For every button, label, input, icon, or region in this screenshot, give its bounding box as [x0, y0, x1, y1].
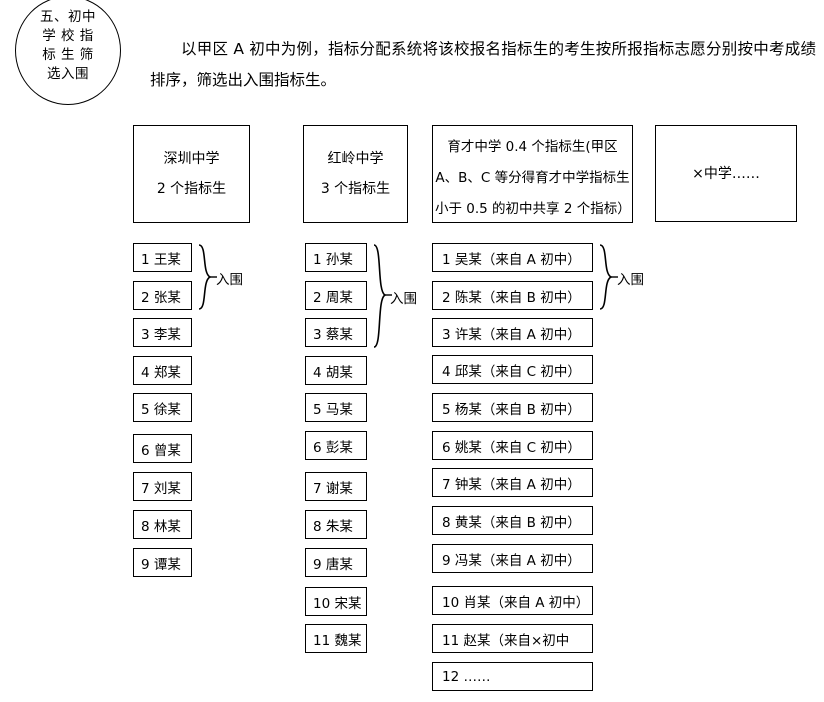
student-name: 11 魏某	[313, 632, 362, 649]
school-header-other: ×中学……	[655, 125, 797, 222]
student-name: 6 姚某（来自 C 初中）	[442, 439, 581, 456]
student-name: 3 许某（来自 A 初中）	[442, 326, 581, 343]
student-row[interactable]: 9 唐某	[305, 548, 367, 577]
student-row[interactable]: 5 马某	[305, 393, 367, 422]
student-row[interactable]: 7 钟某（来自 A 初中）	[432, 468, 593, 497]
section-badge-line-4: 选入围	[47, 66, 89, 82]
student-row[interactable]: 4 胡某	[305, 356, 367, 385]
student-name: 7 谢某	[313, 480, 353, 497]
section-badge-ellipse	[15, 0, 121, 105]
student-row[interactable]: 10 宋某	[305, 587, 367, 616]
student-name: 10 宋某	[313, 595, 362, 612]
student-row[interactable]: 12 ……	[432, 662, 593, 691]
student-row[interactable]: 3 李某	[133, 318, 192, 347]
student-name: 11 赵某（来自×初中	[442, 632, 570, 649]
student-name: 2 周某	[313, 289, 353, 306]
selected-label-yucai: 入围	[617, 272, 644, 288]
selected-brace-hongling	[371, 243, 393, 349]
student-row[interactable]: 7 谢某	[305, 472, 367, 501]
student-row[interactable]: 8 朱某	[305, 510, 367, 539]
selected-label-hongling: 入围	[390, 291, 417, 307]
section-badge-line-3: 标 生 筛	[42, 47, 94, 63]
school-name-other: ×中学……	[692, 165, 760, 182]
student-name: 9 谭某	[141, 556, 181, 573]
school-header-shenzhen: 深圳中学 2 个指标生	[133, 125, 250, 223]
student-row[interactable]: 1 孙某	[305, 243, 367, 272]
selected-label-shenzhen: 入围	[216, 272, 243, 288]
student-name: 1 吴某（来自 A 初中）	[442, 251, 581, 268]
student-row[interactable]: 4 郑某	[133, 356, 192, 385]
selected-brace-shenzhen	[196, 243, 218, 311]
student-name: 1 孙某	[313, 251, 353, 268]
student-name: 10 肖某（来自 A 初中）	[442, 594, 590, 611]
student-row[interactable]: 3 许某（来自 A 初中）	[432, 318, 593, 347]
school-note-yucai: 育才中学 0.4 个指标生(甲区 A、B、C 等分得育才中学指标生小于 0.5 …	[435, 139, 631, 217]
school-header-yucai: 育才中学 0.4 个指标生(甲区 A、B、C 等分得育才中学指标生小于 0.5 …	[432, 125, 633, 223]
student-row[interactable]: 4 邱某（来自 C 初中）	[432, 355, 593, 384]
student-name: 7 刘某	[141, 480, 181, 497]
student-row[interactable]: 6 彭某	[305, 431, 367, 460]
school-name-hongling: 红岭中学	[327, 151, 384, 167]
student-name: 5 徐某	[141, 401, 181, 418]
student-name: 6 彭某	[313, 439, 353, 456]
school-name-shenzhen: 深圳中学	[163, 151, 220, 167]
student-name: 12 ……	[442, 668, 491, 685]
student-row[interactable]: 7 刘某	[133, 472, 192, 501]
student-row[interactable]: 8 黄某（来自 B 初中）	[432, 506, 593, 535]
student-row[interactable]: 9 冯某（来自 A 初中）	[432, 544, 593, 573]
student-name: 9 冯某（来自 A 初中）	[442, 552, 581, 569]
student-name: 5 杨某（来自 B 初中）	[442, 401, 581, 418]
student-row[interactable]: 9 谭某	[133, 548, 192, 577]
student-name: 4 邱某（来自 C 初中）	[442, 363, 581, 380]
student-name: 4 胡某	[313, 364, 353, 381]
student-name: 9 唐某	[313, 556, 353, 573]
school-quota-shenzhen: 2 个指标生	[156, 181, 227, 197]
student-name: 8 朱某	[313, 518, 353, 535]
student-row[interactable]: 11 魏某	[305, 624, 367, 653]
school-header-hongling: 红岭中学 3 个指标生	[303, 125, 408, 223]
school-quota-hongling: 3 个指标生	[320, 181, 391, 197]
student-row[interactable]: 1 吴某（来自 A 初中）	[432, 243, 593, 272]
student-row[interactable]: 8 林某	[133, 510, 192, 539]
student-row[interactable]: 5 徐某	[133, 393, 192, 422]
student-row[interactable]: 6 姚某（来自 C 初中）	[432, 431, 593, 460]
student-name: 3 蔡某	[313, 326, 353, 343]
student-row[interactable]: 6 曾某	[133, 434, 192, 463]
student-name: 2 张某	[141, 289, 181, 306]
student-name: 4 郑某	[141, 364, 181, 381]
student-name: 8 林某	[141, 518, 181, 535]
student-name: 8 黄某（来自 B 初中）	[442, 514, 581, 531]
student-row[interactable]: 5 杨某（来自 B 初中）	[432, 393, 593, 422]
student-name: 2 陈某（来自 B 初中）	[442, 289, 581, 306]
student-name: 6 曾某	[141, 442, 181, 459]
selected-brace-yucai	[597, 243, 619, 311]
student-name: 3 李某	[141, 326, 181, 343]
intro-paragraph: 以甲区 A 初中为例，指标分配系统将该校报名指标生的考生按所报指标志愿分别按中考…	[150, 40, 816, 89]
student-row[interactable]: 11 赵某（来自×初中	[432, 624, 593, 653]
student-row[interactable]: 2 周某	[305, 281, 367, 310]
student-row[interactable]: 3 蔡某	[305, 318, 367, 347]
student-row[interactable]: 2 张某	[133, 281, 192, 310]
student-name: 7 钟某（来自 A 初中）	[442, 476, 581, 493]
student-row[interactable]: 2 陈某（来自 B 初中）	[432, 281, 593, 310]
section-badge-line-2: 学 校 指	[42, 28, 94, 44]
student-row[interactable]: 1 王某	[133, 243, 192, 272]
student-name: 5 马某	[313, 401, 353, 418]
student-row[interactable]: 10 肖某（来自 A 初中）	[432, 586, 593, 615]
student-name: 1 王某	[141, 251, 181, 268]
section-badge-label: 五、初中 学 校 指 标 生 筛 选入围	[26, 8, 110, 84]
section-badge-line-1: 五、初中	[40, 9, 96, 25]
